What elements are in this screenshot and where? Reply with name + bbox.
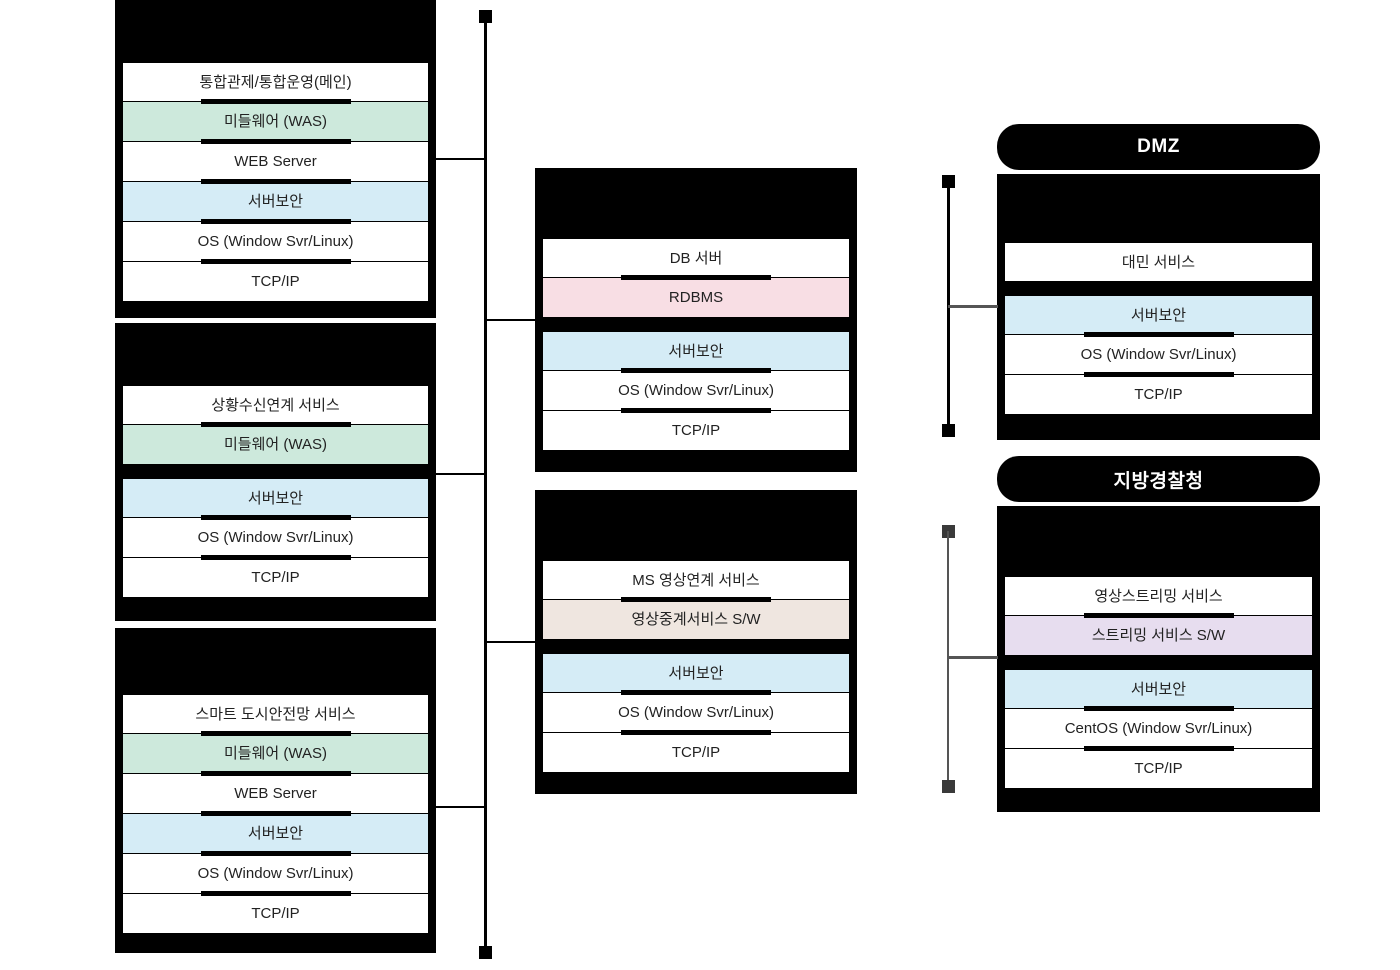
row-tcpip[interactable]: TCP/IP bbox=[1005, 375, 1312, 415]
row-middleware[interactable]: 미들웨어 (WAS) bbox=[123, 425, 428, 465]
row-middleware[interactable]: 미들웨어 (WAS) bbox=[123, 102, 428, 142]
bus-endpoint-bottom-dmz bbox=[942, 424, 955, 437]
row-server-security[interactable]: 서버보안 bbox=[1005, 669, 1312, 709]
row-server-security[interactable]: 서버보안 bbox=[543, 653, 849, 693]
row-tcpip[interactable]: TCP/IP bbox=[543, 411, 849, 451]
card-header-redacted bbox=[115, 323, 436, 385]
row-streaming-sw[interactable]: 스트리밍 서비스 S/W bbox=[1005, 616, 1312, 656]
connector-dmz-card bbox=[948, 305, 998, 308]
card-rows: 상황수신연계 서비스 미들웨어 (WAS) 서버보안 OS (Window Sv… bbox=[115, 385, 436, 607]
card-rows: MS 영상연계 서비스 영상중계서비스 S/W 서버보안 OS (Window … bbox=[535, 560, 857, 782]
row-os[interactable]: OS (Window Svr/Linux) bbox=[543, 371, 849, 411]
row-service[interactable]: DB 서버 bbox=[543, 238, 849, 278]
connector-middle-card-db bbox=[484, 319, 536, 321]
connector-left-card-2 bbox=[436, 473, 485, 475]
row-tcpip[interactable]: TCP/IP bbox=[543, 733, 849, 773]
bus-endpoint-bottom-police bbox=[942, 780, 955, 793]
card-smart-city-safety-net[interactable]: 스마트 도시안전망 서비스 미들웨어 (WAS) WEB Server 서버보안… bbox=[115, 628, 436, 953]
row-divider bbox=[123, 465, 428, 478]
row-middleware[interactable]: 미들웨어 (WAS) bbox=[123, 734, 428, 774]
row-video-relay-sw[interactable]: 영상중계서비스 S/W bbox=[543, 600, 849, 640]
row-service[interactable]: 영상스트리밍 서비스 bbox=[1005, 576, 1312, 616]
row-tcpip[interactable]: TCP/IP bbox=[123, 558, 428, 598]
row-divider bbox=[1005, 282, 1312, 295]
connector-middle-card-video bbox=[484, 641, 536, 643]
row-service[interactable]: 스마트 도시안전망 서비스 bbox=[123, 694, 428, 734]
card-header-redacted bbox=[535, 490, 857, 560]
card-header-redacted bbox=[115, 628, 436, 694]
card-db-server[interactable]: DB 서버 RDBMS 서버보안 OS (Window Svr/Linux) T… bbox=[535, 168, 857, 472]
row-tcpip[interactable]: TCP/IP bbox=[123, 262, 428, 302]
row-service[interactable]: 대민 서비스 bbox=[1005, 242, 1312, 282]
zone-label: DMZ bbox=[1137, 136, 1180, 157]
row-os[interactable]: OS (Window Svr/Linux) bbox=[123, 222, 428, 262]
row-service[interactable]: MS 영상연계 서비스 bbox=[543, 560, 849, 600]
card-rows: 통합관제/통합운영(메인) 미들웨어 (WAS) WEB Server 서버보안… bbox=[115, 62, 436, 311]
card-rows: 영상스트리밍 서비스 스트리밍 서비스 S/W 서버보안 CentOS (Win… bbox=[997, 576, 1320, 798]
card-rows: DB 서버 RDBMS 서버보안 OS (Window Svr/Linux) T… bbox=[535, 238, 857, 460]
card-header-redacted bbox=[997, 174, 1320, 242]
card-integrated-control[interactable]: 통합관제/통합운영(메인) 미들웨어 (WAS) WEB Server 서버보안… bbox=[115, 0, 436, 318]
card-dmz-public-service[interactable]: 대민 서비스 서버보안 OS (Window Svr/Linux) TCP/IP bbox=[997, 174, 1320, 440]
card-header-redacted bbox=[535, 168, 857, 238]
row-server-security[interactable]: 서버보안 bbox=[1005, 295, 1312, 335]
zone-header-provincial-police[interactable]: 지방경찰청 bbox=[997, 456, 1320, 502]
row-os[interactable]: CentOS (Window Svr/Linux) bbox=[1005, 709, 1312, 749]
zone-header-dmz[interactable]: DMZ bbox=[997, 124, 1320, 170]
row-server-security[interactable]: 서버보안 bbox=[543, 331, 849, 371]
row-os[interactable]: OS (Window Svr/Linux) bbox=[123, 518, 428, 558]
row-os[interactable]: OS (Window Svr/Linux) bbox=[123, 854, 428, 894]
row-os[interactable]: OS (Window Svr/Linux) bbox=[1005, 335, 1312, 375]
row-server-security[interactable]: 서버보안 bbox=[123, 478, 428, 518]
row-os[interactable]: OS (Window Svr/Linux) bbox=[543, 693, 849, 733]
row-tcpip[interactable]: TCP/IP bbox=[123, 894, 428, 934]
row-tcpip[interactable]: TCP/IP bbox=[1005, 749, 1312, 789]
row-divider bbox=[543, 318, 849, 331]
card-rows: 대민 서비스 서버보안 OS (Window Svr/Linux) TCP/IP bbox=[997, 242, 1320, 424]
connector-left-card-1 bbox=[436, 158, 485, 160]
vertical-bus-center bbox=[484, 16, 487, 956]
row-server-security[interactable]: 서버보안 bbox=[123, 814, 428, 854]
card-rows: 스마트 도시안전망 서비스 미들웨어 (WAS) WEB Server 서버보안… bbox=[115, 694, 436, 943]
row-service[interactable]: 상황수신연계 서비스 bbox=[123, 385, 428, 425]
card-provincial-police-streaming[interactable]: 영상스트리밍 서비스 스트리밍 서비스 S/W 서버보안 CentOS (Win… bbox=[997, 506, 1320, 812]
row-rdbms[interactable]: RDBMS bbox=[543, 278, 849, 318]
card-header-redacted bbox=[115, 0, 436, 62]
row-web-server[interactable]: WEB Server bbox=[123, 142, 428, 182]
card-situation-receive-link[interactable]: 상황수신연계 서비스 미들웨어 (WAS) 서버보안 OS (Window Sv… bbox=[115, 323, 436, 621]
connector-police-card bbox=[948, 656, 998, 659]
bus-endpoint-bottom-center bbox=[479, 946, 492, 959]
row-server-security[interactable]: 서버보안 bbox=[123, 182, 428, 222]
row-service[interactable]: 통합관제/통합운영(메인) bbox=[123, 62, 428, 102]
card-header-redacted bbox=[997, 506, 1320, 576]
row-web-server[interactable]: WEB Server bbox=[123, 774, 428, 814]
row-divider bbox=[543, 640, 849, 653]
card-ms-video-link[interactable]: MS 영상연계 서비스 영상중계서비스 S/W 서버보안 OS (Window … bbox=[535, 490, 857, 794]
zone-label: 지방경찰청 bbox=[1113, 470, 1204, 492]
connector-left-card-3 bbox=[436, 806, 485, 808]
row-divider bbox=[1005, 656, 1312, 669]
